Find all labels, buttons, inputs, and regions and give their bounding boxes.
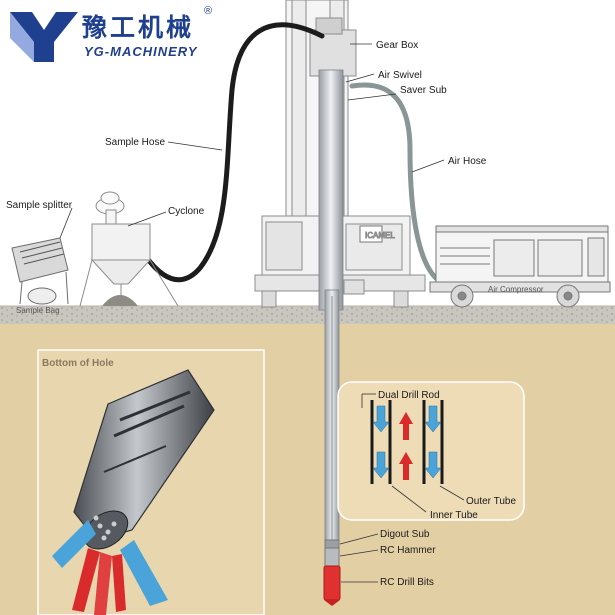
label-air-compressor: Air Compressor	[488, 285, 544, 294]
label-rc-hammer: RC Hammer	[380, 545, 436, 556]
ground-surface-strip	[0, 306, 615, 324]
svg-text:ICAMEL: ICAMEL	[365, 231, 395, 240]
sample-splitter-unit	[11, 237, 69, 305]
brand-name-en: YG-MACHINERY	[84, 44, 198, 59]
label-air-hose: Air Hose	[448, 156, 487, 167]
rc-hammer	[324, 547, 340, 567]
label-outer-tube: Outer Tube	[466, 496, 516, 507]
label-inner-tube: Inner Tube	[430, 510, 478, 521]
label-sample-bag: Sample Bag	[16, 306, 60, 315]
registered-mark: ®	[204, 5, 212, 17]
label-dual-drill-rod: Dual Drill Rod	[378, 390, 440, 401]
air-compressor-unit	[429, 225, 611, 308]
sample-hose-line	[129, 22, 325, 283]
sample-flow-up-arrows	[399, 412, 413, 480]
label-saver-sub: Saver Sub	[400, 85, 447, 96]
cyclone-unit	[79, 191, 179, 307]
label-air-swivel: Air Swivel	[378, 70, 422, 81]
bottom-hammer-illustration	[52, 369, 215, 615]
gravel-pile	[102, 295, 138, 306]
label-sample-hose: Sample Hose	[105, 137, 165, 148]
leader-lines	[59, 43, 465, 583]
drill-rod-outer	[318, 69, 344, 311]
digout-sub	[324, 539, 340, 549]
dual-rod-tubes	[370, 400, 444, 484]
gear-box-housing	[309, 29, 357, 77]
yg-logo-icon	[10, 12, 78, 62]
brand-logo: 豫工机械 YG-MACHINERY ®	[10, 5, 212, 62]
label-cyclone: Cyclone	[168, 206, 205, 217]
label-rc-drill-bits: RC Drill Bits	[380, 577, 434, 588]
rc-drill-bit	[323, 565, 341, 601]
label-bottom-of-hole: Bottom of Hole	[42, 358, 114, 369]
label-gear-box: Gear Box	[376, 40, 418, 51]
airflow-down-arrows	[372, 405, 442, 479]
label-sample-splitter: Sample splitter	[6, 200, 73, 211]
brand-name-cn: 豫工机械	[82, 13, 194, 42]
air-hose-line	[349, 82, 441, 283]
label-digout-sub: Digout Sub	[380, 529, 430, 540]
